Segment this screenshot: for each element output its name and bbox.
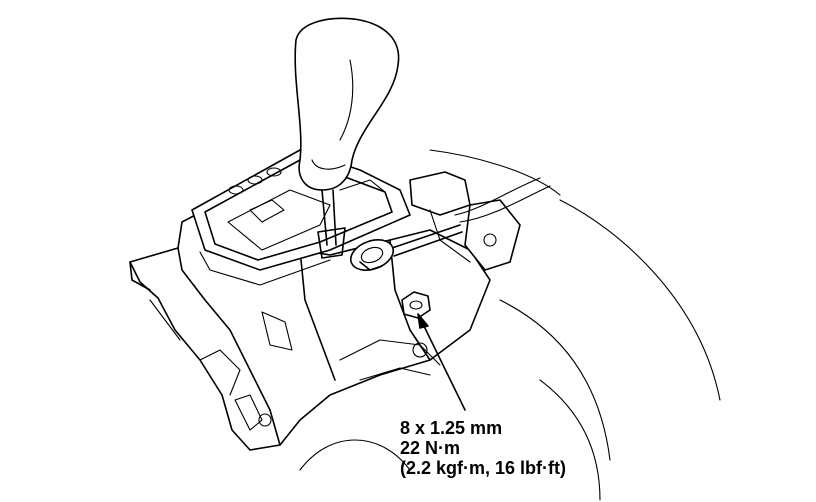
shifter-housing [129, 209, 491, 451]
background-panel-lines [299, 149, 721, 501]
mounting-nut [401, 291, 431, 319]
callout-leader-arrow [417, 313, 466, 411]
bolt-size-label: 8 x 1.25 mm [400, 418, 503, 438]
pivot-bracket [349, 239, 395, 271]
cable-linkage [391, 171, 551, 271]
torque-conversion-label: (2.2 kgf·m, 16 lbf·ft) [400, 458, 567, 478]
shift-knob [294, 17, 400, 191]
shift-lever-shaft [317, 189, 346, 259]
torque-value-label: 22 N·m [400, 438, 461, 458]
